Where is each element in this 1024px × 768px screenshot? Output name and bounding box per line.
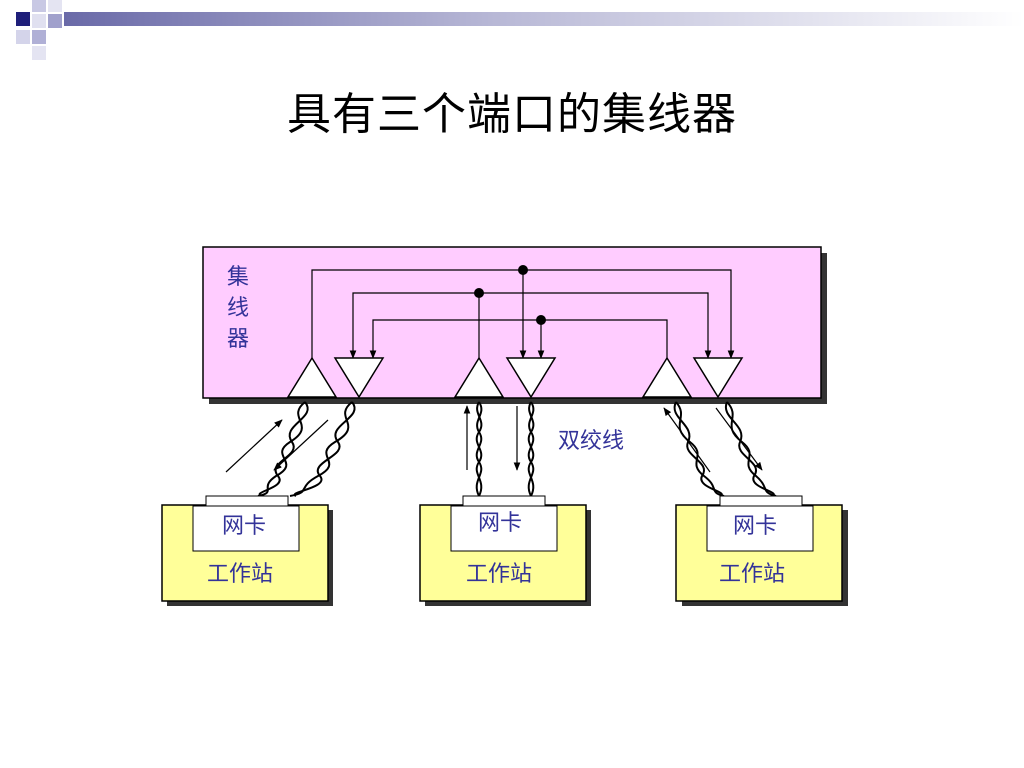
port-2-transmit-amplifier [453, 356, 505, 398]
network-card-label: 网卡 [478, 511, 522, 536]
junction-dot [518, 265, 528, 275]
slide-title: 具有三个端口的集线器 [287, 89, 737, 140]
network-card-connector [462, 495, 546, 508]
network-card-label: 网卡 [222, 514, 266, 539]
hub-label-2: 线 [227, 296, 249, 321]
network-card [450, 505, 558, 552]
workstation-2: 网卡 工作站 [419, 495, 591, 606]
cable-label: 双绞线 [558, 429, 624, 454]
downlink-arrow [273, 419, 329, 471]
header-decoration [16, 0, 1024, 60]
hub-label-1: 集 [227, 265, 249, 290]
network-card [192, 505, 300, 552]
network-card-connector [205, 495, 289, 508]
workstation-label: 工作站 [207, 562, 273, 587]
workstation-label: 工作站 [466, 562, 532, 587]
network-card-connector [719, 495, 803, 508]
workstation-1: 网卡 工作站 [161, 495, 333, 606]
wiring-junctions [474, 265, 546, 325]
port-2-receive-amplifier [505, 357, 557, 399]
downlink-arrow [715, 407, 763, 471]
port-1-receive-amplifier [333, 357, 385, 399]
port-1-transmit-amplifier [286, 356, 338, 398]
signal-arrows [225, 405, 763, 473]
junction-dot [536, 315, 546, 325]
network-card [706, 505, 814, 552]
port-3-transmit-amplifier [641, 356, 693, 398]
uplink-arrow [663, 407, 711, 473]
twisted-pair-cables [257, 401, 777, 497]
network-card-label: 网卡 [733, 514, 777, 539]
workstation-3: 网卡 工作站 [675, 495, 848, 606]
junction-dot [474, 288, 484, 298]
uplink-arrow [225, 419, 283, 473]
workstation-label: 工作站 [719, 562, 785, 587]
port-3-receive-amplifier [692, 357, 744, 399]
hub-label-3: 器 [227, 327, 249, 352]
hub-ports [286, 356, 744, 399]
